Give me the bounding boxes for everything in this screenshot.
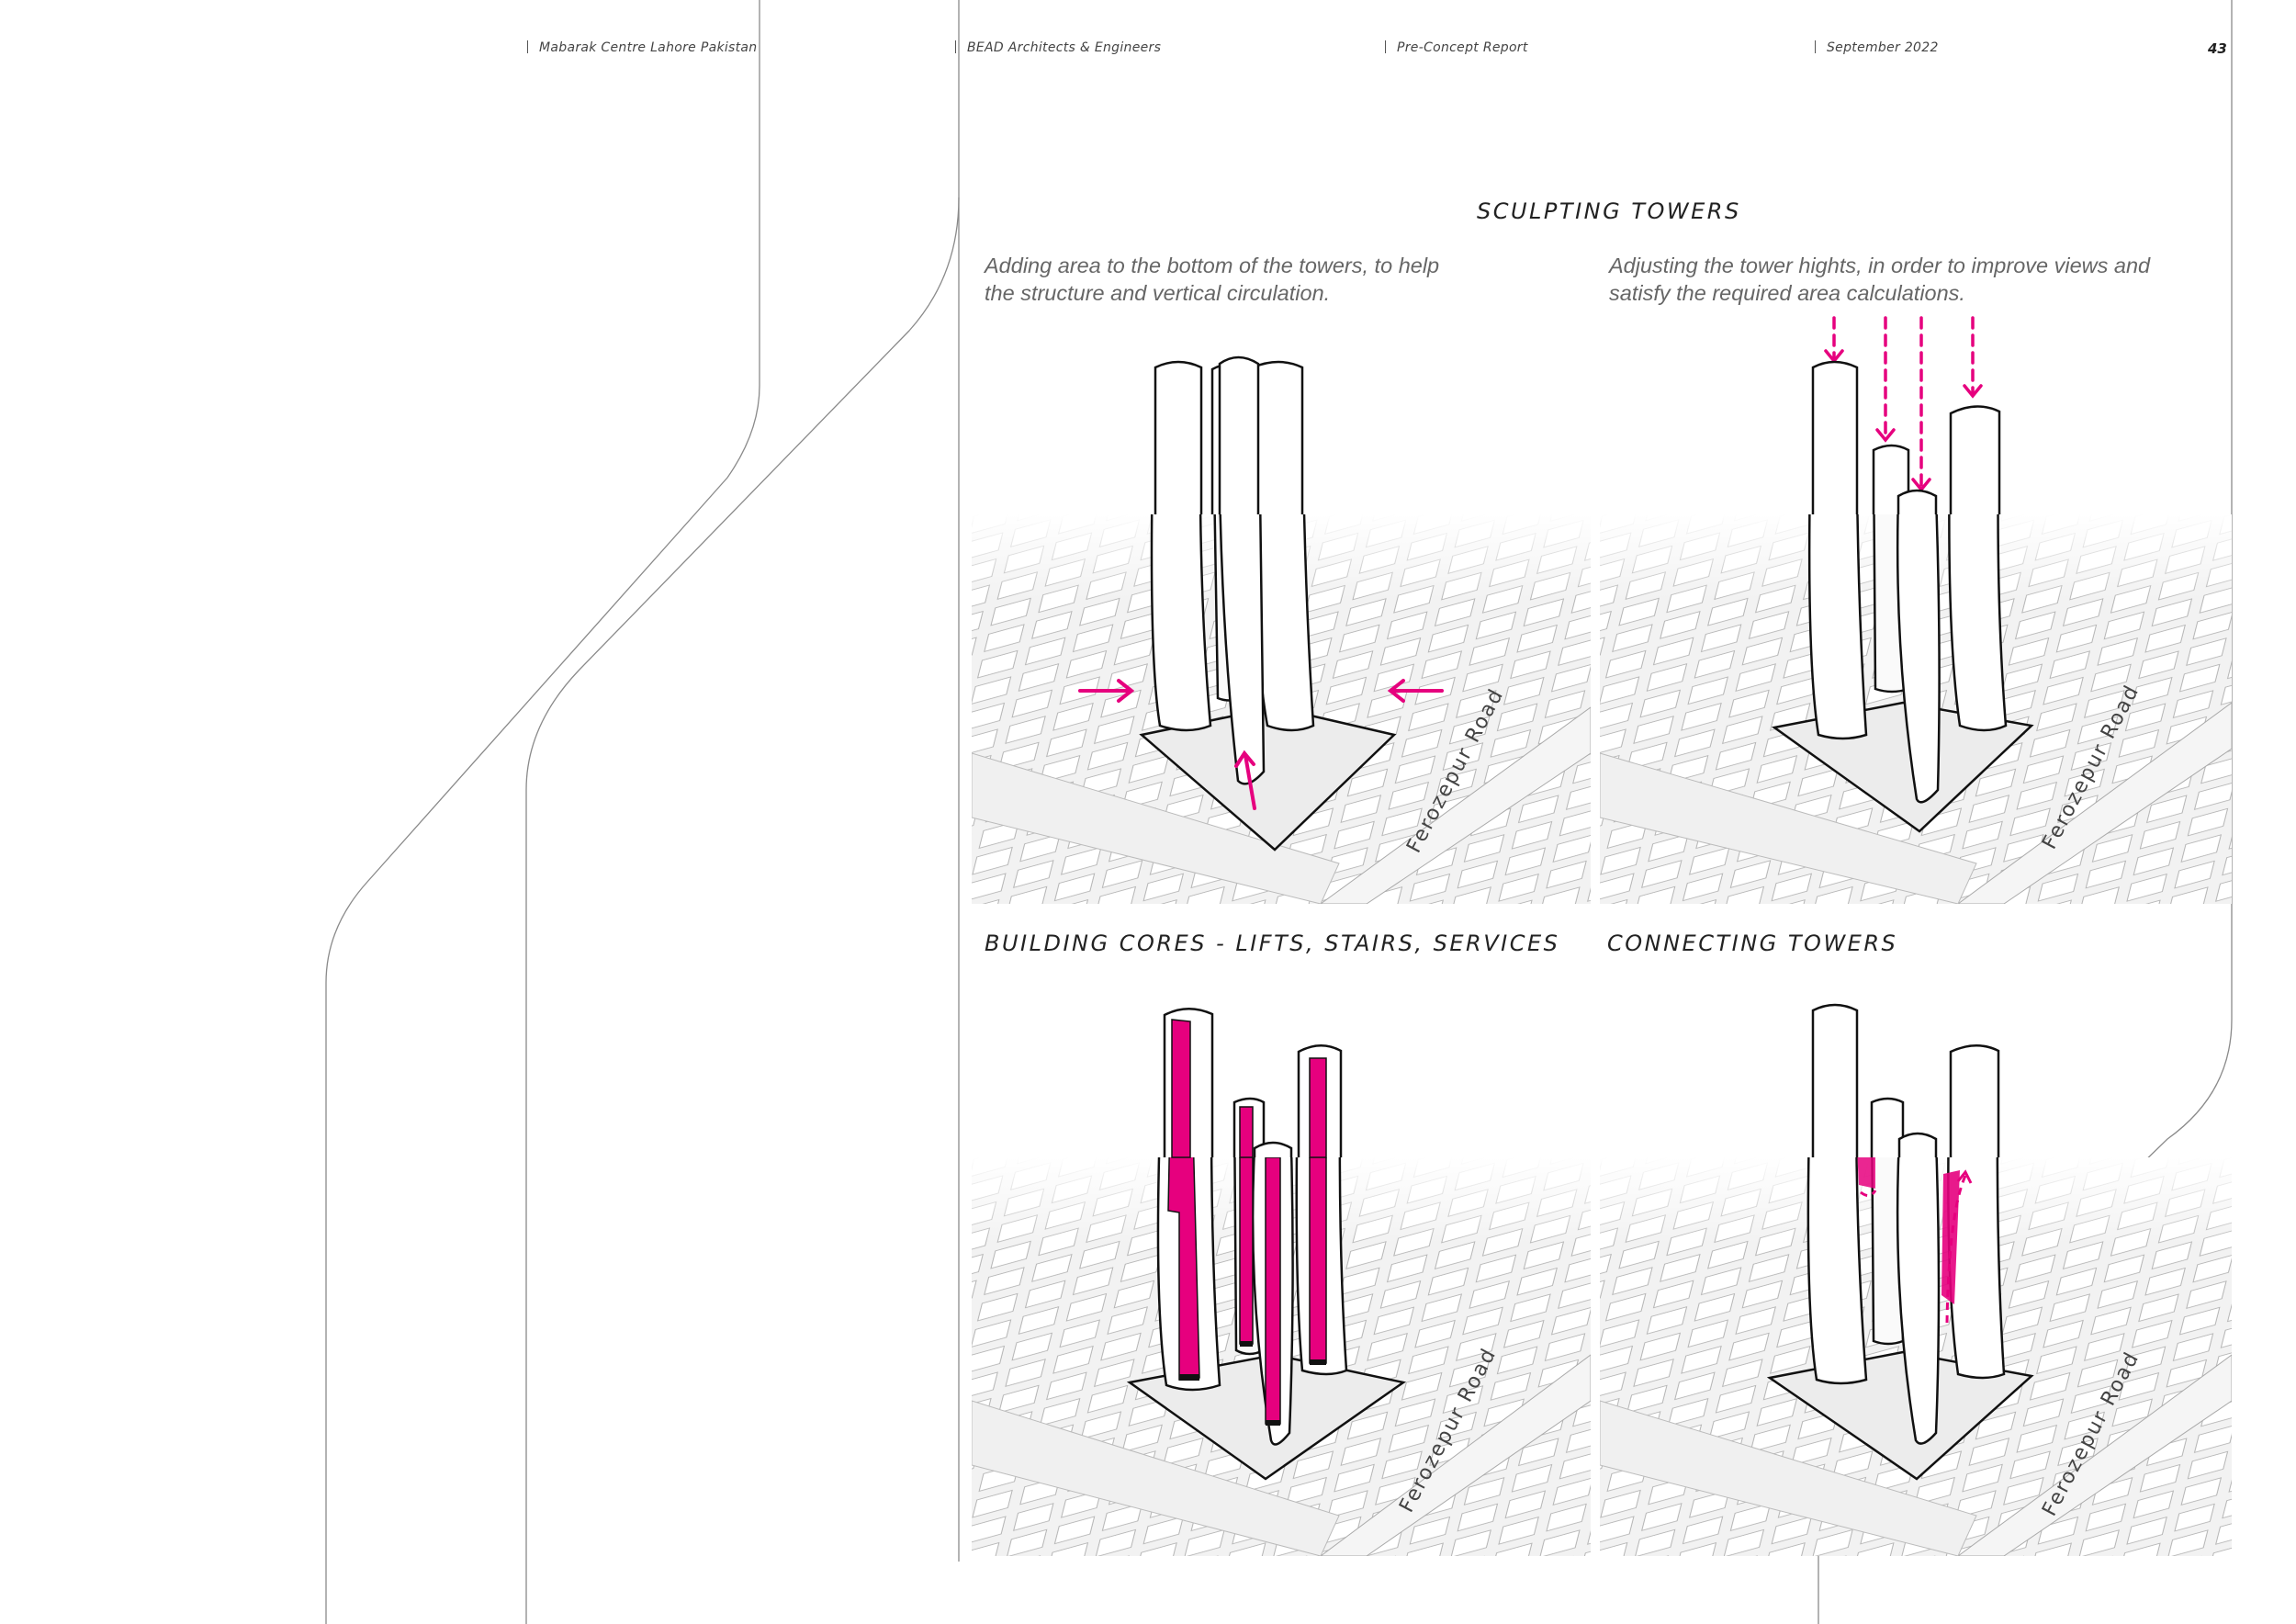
title-connecting-towers: CONNECTING TOWERS — [1607, 930, 1897, 956]
diagram-panel-top-right: Ferozepur Road — [1600, 514, 2232, 904]
header-report: Pre-Concept Report — [1385, 40, 1528, 55]
section-title: SCULPTING TOWERS — [1477, 198, 1741, 224]
page-number: 43 — [2208, 40, 2227, 57]
header-firm-text: BEAD Architects & Engineers — [967, 40, 1161, 55]
diagram-panel-top-left: Ferozepur Road — [972, 514, 1591, 904]
header-report-text: Pre-Concept Report — [1397, 40, 1528, 55]
diagram-panel-bottom-right: Ferozepur Road — [1600, 1157, 2232, 1556]
caption-top-left-line2: the structure and vertical circulation. — [985, 279, 1439, 307]
connecting-towers-diagram: Ferozepur Road — [1600, 1157, 2232, 1556]
header-firm: BEAD Architects & Engineers — [955, 40, 1161, 55]
caption-top-left: Adding area to the bottom of the towers,… — [985, 252, 1439, 307]
header-project-text: Mabarak Centre Lahore Pakistan — [539, 40, 757, 55]
header-project: Mabarak Centre Lahore Pakistan — [527, 40, 757, 55]
cores-diagram: Ferozepur Road — [972, 1157, 1591, 1556]
title-building-cores: BUILDING CORES - LIFTS, STAIRS, SERVICES — [985, 930, 1559, 956]
header-date-text: September 2022 — [1827, 40, 1939, 55]
massing-diagram-top-left: Ferozepur Road — [972, 514, 1591, 904]
header-date: September 2022 — [1815, 40, 1939, 55]
caption-top-right-line1: Adjusting the tower hights, in order to … — [1609, 252, 2150, 279]
height-adjust-arrows — [1600, 312, 2232, 524]
diagram-panel-bottom-left: Ferozepur Road — [972, 1157, 1591, 1556]
caption-top-right: Adjusting the tower hights, in order to … — [1609, 252, 2150, 307]
massing-diagram-top-right: Ferozepur Road — [1600, 514, 2232, 904]
caption-top-right-line2: satisfy the required area calculations. — [1609, 279, 2150, 307]
caption-top-left-line1: Adding area to the bottom of the towers,… — [985, 252, 1439, 279]
